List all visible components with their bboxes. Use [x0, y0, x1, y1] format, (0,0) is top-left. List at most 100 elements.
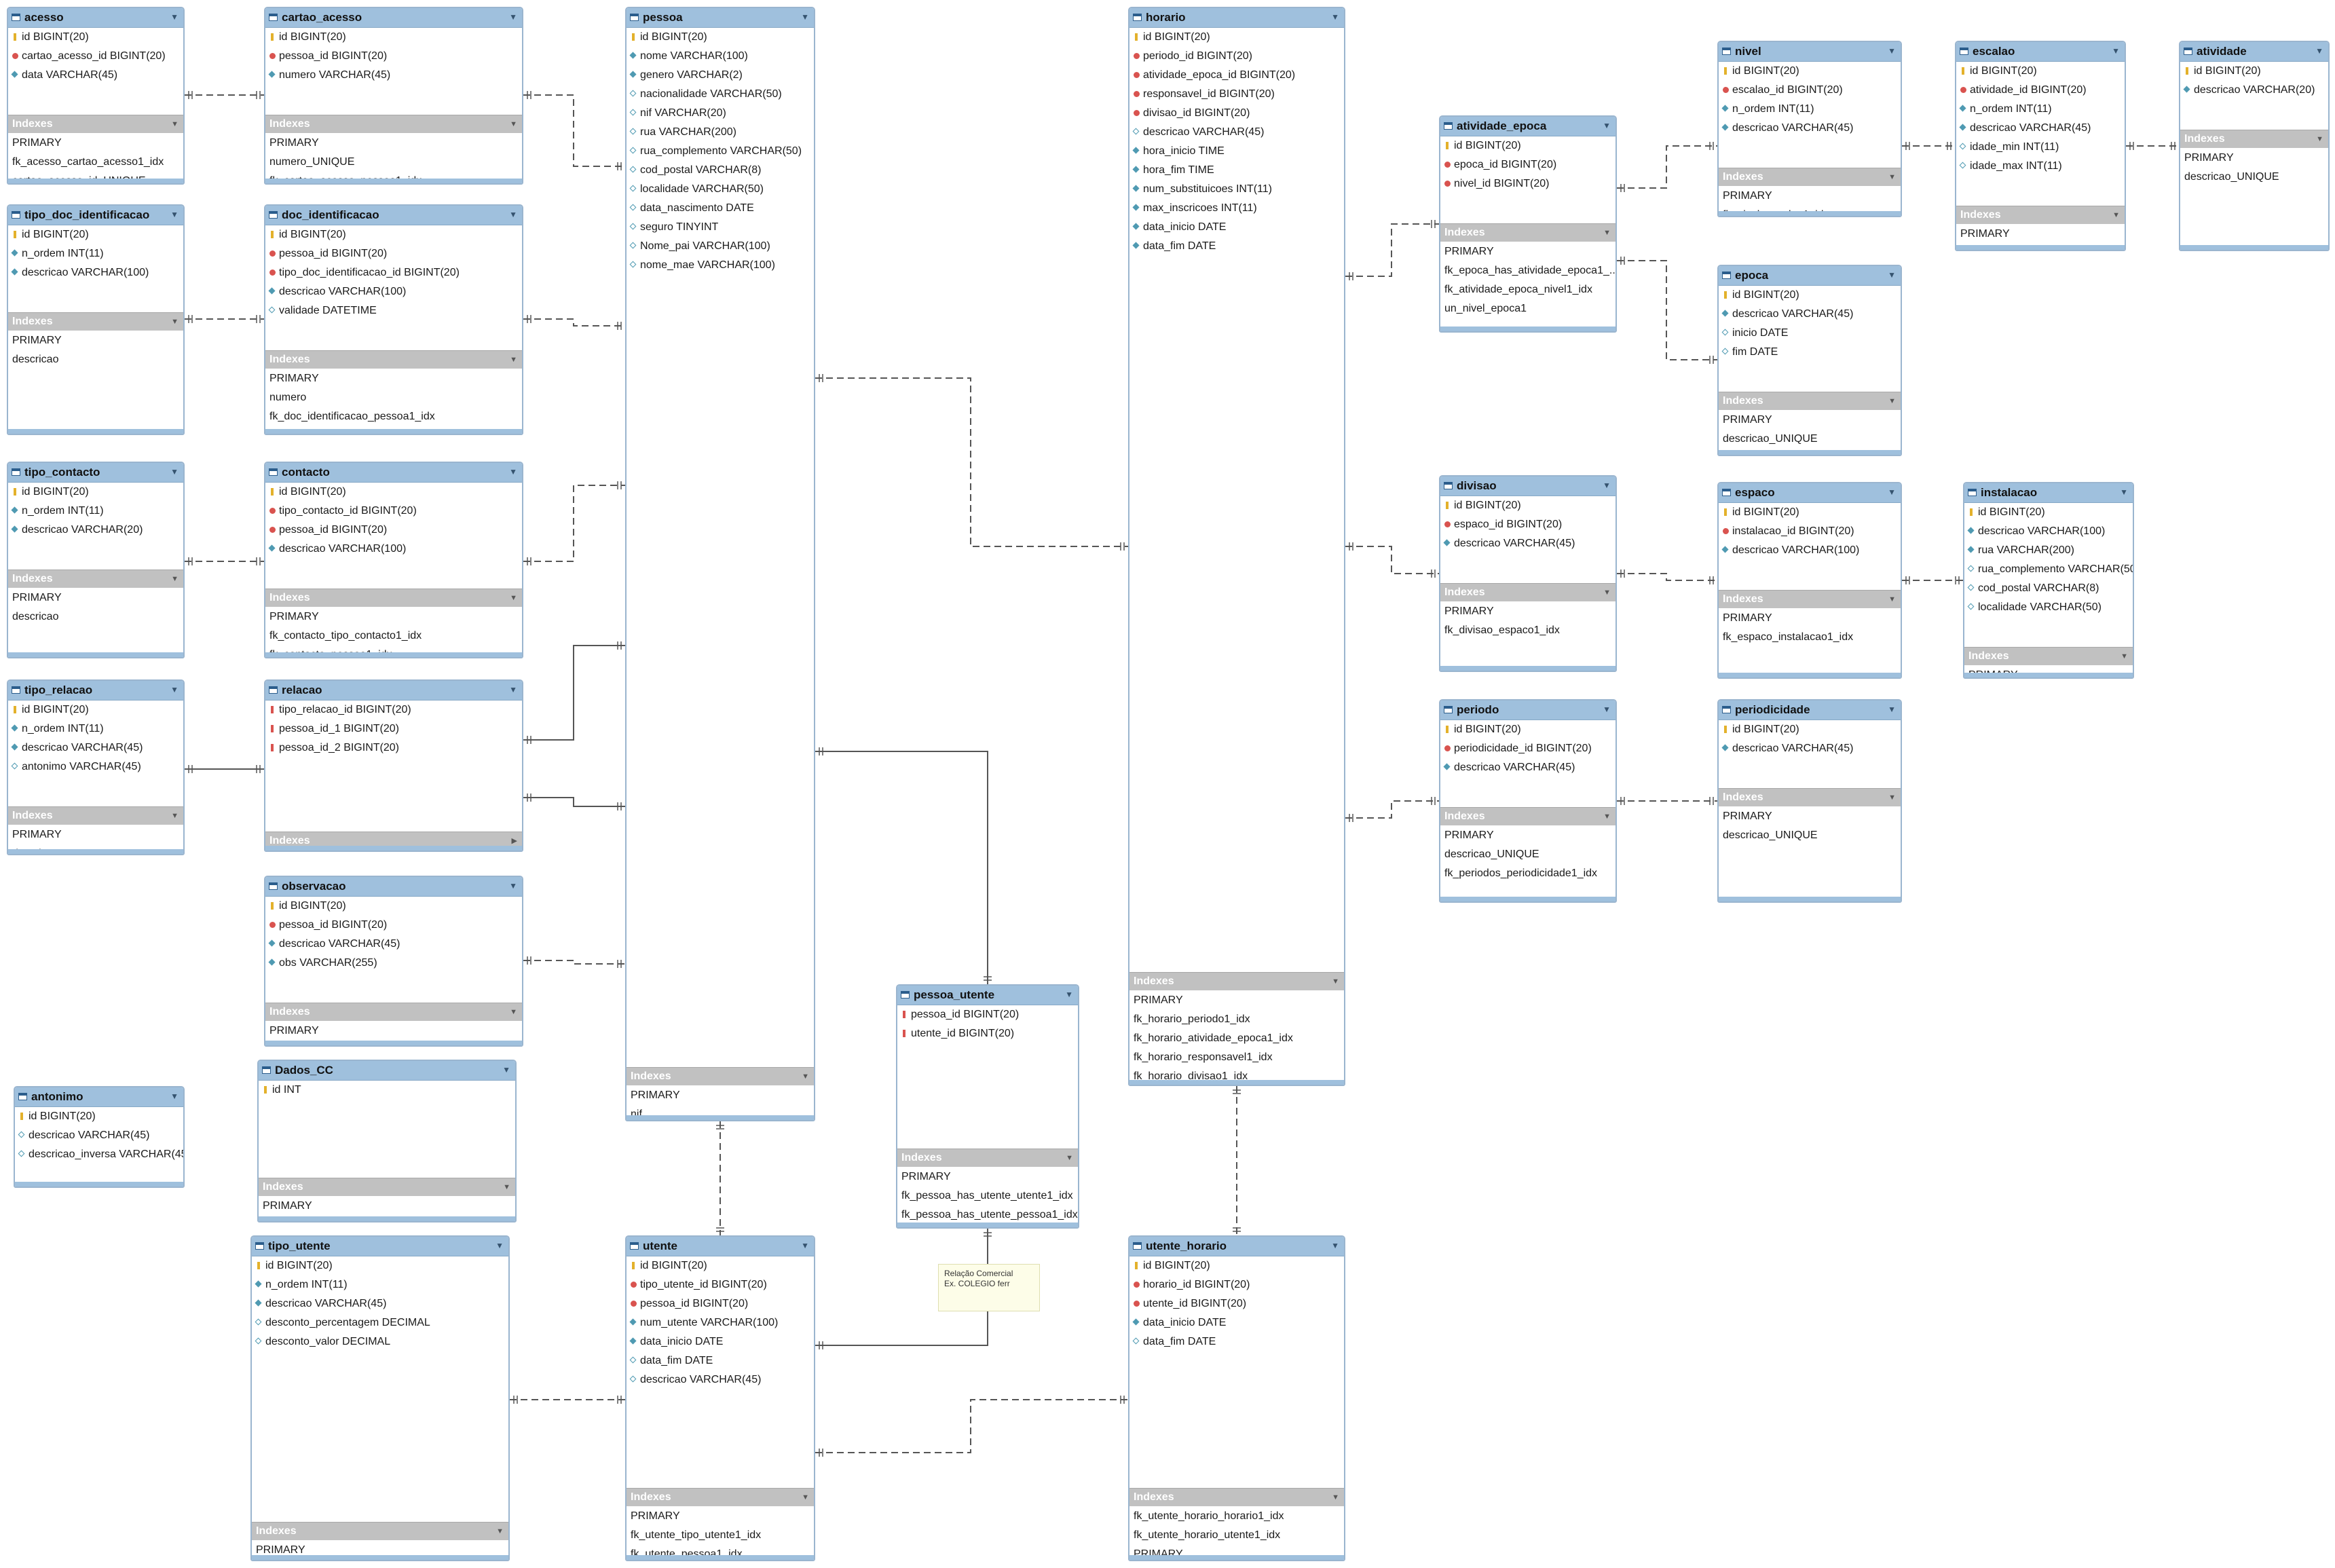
- column-row[interactable]: validade DATETIME: [265, 301, 522, 320]
- column-row[interactable]: escalao_id BIGINT(20): [1719, 81, 1901, 100]
- index-row[interactable]: fk_pessoa_has_utente_utente1_idx: [901, 1190, 1073, 1201]
- column-row[interactable]: hora_inicio TIME: [1129, 142, 1344, 161]
- column-row[interactable]: pessoa_id BIGINT(20): [627, 1294, 814, 1313]
- collapse-arrow-icon[interactable]: ▼: [2120, 487, 2128, 497]
- column-row[interactable]: descricao VARCHAR(45): [8, 739, 183, 758]
- column-row[interactable]: data_nascimento DATE: [627, 199, 814, 218]
- column-row[interactable]: pessoa_id_1 BIGINT(20): [265, 720, 522, 739]
- table-header[interactable]: tipo_utente▼: [252, 1237, 508, 1256]
- collapse-arrow-icon[interactable]: ▼: [1888, 487, 1896, 497]
- index-row[interactable]: fk_horario_responsavel1_idx: [1134, 1051, 1273, 1063]
- indexes-header[interactable]: Indexes▼: [8, 806, 183, 825]
- column-row[interactable]: id BIGINT(20): [8, 483, 183, 502]
- index-row[interactable]: PRIMARY: [1723, 612, 1772, 624]
- column-row[interactable]: id BIGINT(20): [627, 28, 814, 47]
- table-pessoa[interactable]: pessoa▼id BIGINT(20)nome VARCHAR(100)gen…: [625, 7, 815, 1121]
- collapse-arrow-icon[interactable]: ▼: [2121, 652, 2128, 660]
- index-row[interactable]: PRIMARY: [12, 829, 62, 840]
- index-row[interactable]: numero: [269, 392, 307, 403]
- indexes-header[interactable]: Indexes▼: [8, 570, 183, 588]
- column-row[interactable]: descricao VARCHAR(45): [1719, 305, 1901, 324]
- column-row[interactable]: inicio DATE: [1719, 324, 1901, 343]
- table-header[interactable]: atividade_epoca▼: [1440, 117, 1615, 136]
- collapse-arrow-icon[interactable]: ▼: [1603, 813, 1611, 821]
- collapse-arrow-icon[interactable]: ▼: [1331, 12, 1339, 22]
- collapse-arrow-icon[interactable]: ▼: [509, 881, 517, 891]
- table-header[interactable]: nivel▼: [1719, 42, 1901, 62]
- column-row[interactable]: descricao VARCHAR(45): [1956, 119, 2125, 138]
- column-row[interactable]: antonimo VARCHAR(45): [8, 758, 183, 777]
- collapse-arrow-icon[interactable]: ▼: [2112, 46, 2120, 56]
- column-row[interactable]: descricao VARCHAR(45): [265, 935, 522, 954]
- collapse-arrow-icon[interactable]: ▼: [1603, 229, 1611, 237]
- table-header[interactable]: divisao▼: [1440, 477, 1615, 496]
- collapse-arrow-icon[interactable]: ▼: [510, 1008, 517, 1016]
- column-row[interactable]: n_ordem INT(11): [1956, 100, 2125, 119]
- collapse-arrow-icon[interactable]: ▼: [171, 575, 179, 583]
- column-row[interactable]: id BIGINT(20): [265, 225, 522, 244]
- index-row[interactable]: fk_utente_horario_horario1_idx: [1134, 1510, 1284, 1522]
- column-row[interactable]: idade_max INT(11): [1956, 157, 2125, 176]
- column-row[interactable]: id BIGINT(20): [1440, 136, 1615, 155]
- collapse-arrow-icon[interactable]: ▼: [171, 318, 179, 326]
- index-row[interactable]: PRIMARY: [901, 1171, 951, 1182]
- column-row[interactable]: pessoa_id BIGINT(20): [265, 244, 522, 263]
- collapse-arrow-icon[interactable]: ▼: [1603, 705, 1611, 714]
- column-row[interactable]: Nome_pai VARCHAR(100): [627, 237, 814, 256]
- table-acesso[interactable]: acesso▼id BIGINT(20)cartao_acesso_id BIG…: [7, 7, 185, 185]
- index-row[interactable]: PRIMARY: [1134, 994, 1183, 1006]
- index-row[interactable]: fk_divisao_espaco1_idx: [1444, 624, 1560, 636]
- column-row[interactable]: id BIGINT(20): [1440, 720, 1615, 739]
- index-row[interactable]: fk_doc_identificacao_pessoa1_idx: [269, 411, 435, 422]
- collapse-arrow-icon[interactable]: ▼: [1066, 1154, 1073, 1162]
- column-row[interactable]: instalacao_id BIGINT(20): [1719, 522, 1901, 541]
- indexes-header[interactable]: Indexes▼: [627, 1488, 814, 1506]
- collapse-arrow-icon[interactable]: ▼: [1332, 977, 1339, 986]
- collapse-arrow-icon[interactable]: ▼: [509, 685, 517, 694]
- index-row[interactable]: fk_espaco_instalacao1_idx: [1723, 631, 1854, 643]
- column-row[interactable]: n_ordem INT(11): [8, 502, 183, 521]
- column-row[interactable]: horario_id BIGINT(20): [1129, 1275, 1344, 1294]
- column-row[interactable]: data_inicio DATE: [1129, 218, 1344, 237]
- table-header[interactable]: contacto▼: [265, 463, 522, 483]
- column-row[interactable]: descricao VARCHAR(20): [2180, 81, 2328, 100]
- index-row[interactable]: PRIMARY: [263, 1200, 312, 1212]
- relationship-line[interactable]: [1345, 223, 1439, 277]
- table-header[interactable]: epoca▼: [1719, 266, 1901, 286]
- index-row[interactable]: descricao_UNIQUE: [1723, 433, 1818, 445]
- column-row[interactable]: cartao_acesso_id BIGINT(20): [8, 47, 183, 66]
- index-row[interactable]: descricao: [12, 611, 59, 622]
- relationship-line[interactable]: [523, 485, 625, 562]
- column-row[interactable]: fim DATE: [1719, 343, 1901, 362]
- column-row[interactable]: desconto_valor DECIMAL: [252, 1332, 508, 1351]
- column-row[interactable]: pessoa_id BIGINT(20): [897, 1005, 1078, 1024]
- collapse-arrow-icon[interactable]: ▼: [1888, 595, 1896, 603]
- index-row[interactable]: fk_periodos_periodicidade1_idx: [1444, 867, 1598, 879]
- column-row[interactable]: max_inscricoes INT(11): [1129, 199, 1344, 218]
- table-tipo-contacto[interactable]: tipo_contacto▼id BIGINT(20)n_ordem INT(1…: [7, 462, 185, 658]
- index-row[interactable]: fk_pessoa_has_utente_pessoa1_idx: [901, 1209, 1078, 1220]
- column-row[interactable]: id BIGINT(20): [2180, 62, 2328, 81]
- table-utente-horario[interactable]: utente_horario▼id BIGINT(20)horario_id B…: [1128, 1235, 1345, 1561]
- table-header[interactable]: escalao▼: [1956, 42, 2125, 62]
- indexes-header[interactable]: Indexes▼: [8, 312, 183, 331]
- collapse-arrow-icon[interactable]: ▼: [509, 12, 517, 22]
- indexes-header[interactable]: Indexes▼: [1440, 807, 1615, 825]
- column-row[interactable]: pessoa_id BIGINT(20): [265, 47, 522, 66]
- column-row[interactable]: rua_complemento VARCHAR(50): [1964, 560, 2133, 579]
- column-row[interactable]: idade_min INT(11): [1956, 138, 2125, 157]
- collapse-arrow-icon[interactable]: ▼: [2315, 46, 2323, 56]
- collapse-arrow-icon[interactable]: ▼: [1888, 794, 1896, 802]
- column-row[interactable]: obs VARCHAR(255): [265, 954, 522, 973]
- indexes-header[interactable]: Indexes▼: [1719, 168, 1901, 186]
- column-row[interactable]: id BIGINT(20): [15, 1107, 183, 1126]
- column-row[interactable]: descricao_inversa VARCHAR(45): [15, 1145, 183, 1164]
- collapse-arrow-icon[interactable]: ▼: [171, 120, 179, 128]
- column-row[interactable]: descricao VARCHAR(45): [627, 1370, 814, 1389]
- relationship-line[interactable]: [523, 960, 625, 965]
- table-header[interactable]: instalacao▼: [1964, 483, 2133, 503]
- column-row[interactable]: cod_postal VARCHAR(8): [627, 161, 814, 180]
- indexes-header[interactable]: Indexes▼: [2180, 130, 2328, 148]
- table-epoca[interactable]: epoca▼id BIGINT(20)descricao VARCHAR(45)…: [1717, 265, 1902, 456]
